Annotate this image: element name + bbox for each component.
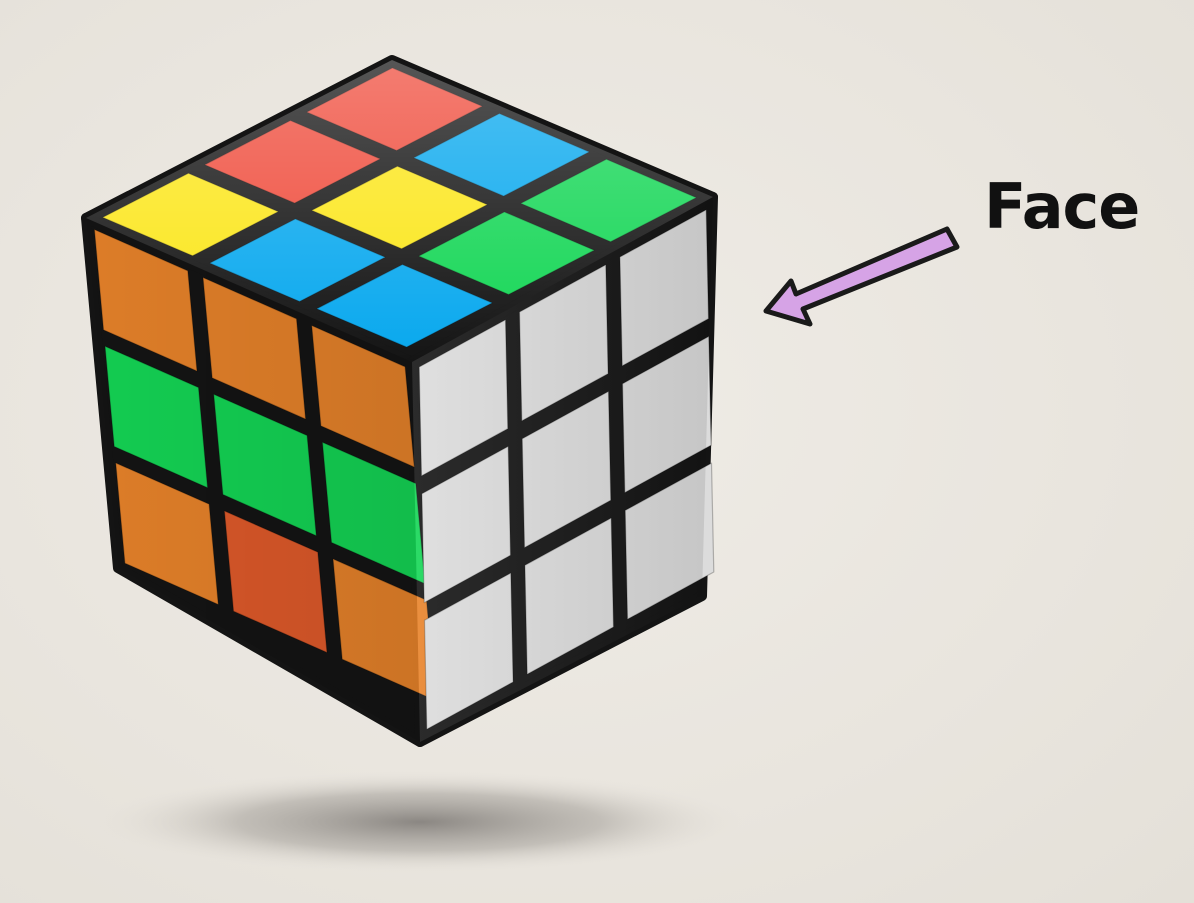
left-shading — [86, 218, 420, 742]
cube-floor-shadow — [90, 770, 750, 874]
top-highlight — [86, 60, 713, 362]
rubiks-cube — [81, 55, 718, 747]
face-label: Face — [984, 170, 1140, 243]
pointer-arrow — [763, 226, 960, 327]
right-shading — [412, 197, 713, 742]
